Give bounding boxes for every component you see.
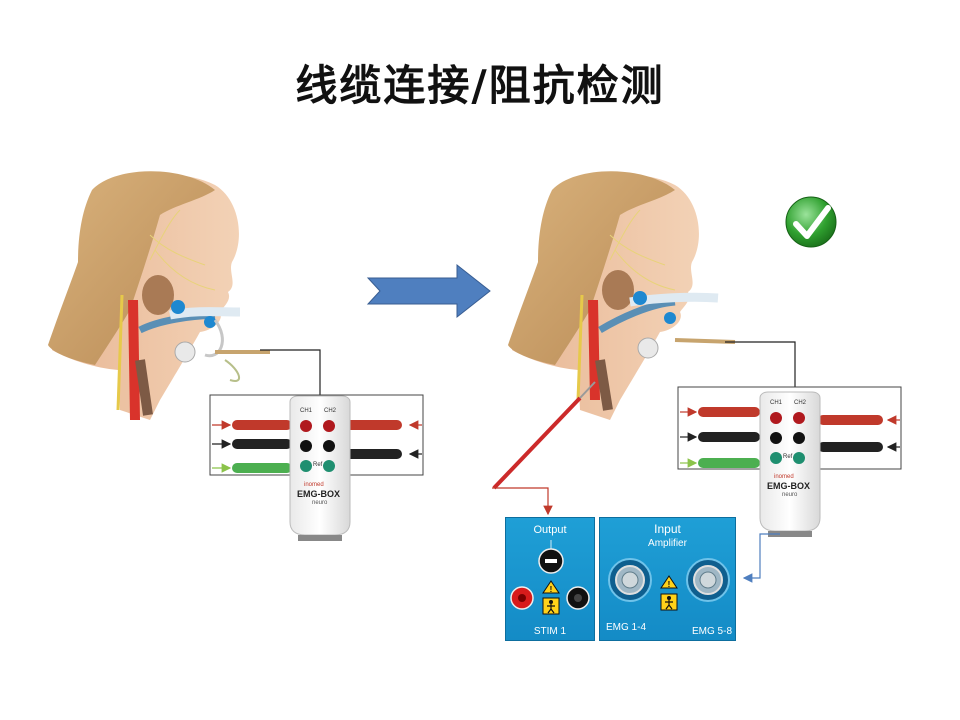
left-leads <box>212 420 422 473</box>
right-head-illustration <box>492 171 736 490</box>
input-panel-ports: ! <box>608 558 730 611</box>
left-box-ref-label: Ref <box>313 462 323 468</box>
right-box-ch2-label: CH2 <box>794 400 807 406</box>
right-box-model-sub: neuro <box>782 492 798 498</box>
input-panel-sublabel: Amplifier <box>648 538 687 549</box>
right-leads <box>680 407 900 468</box>
left-box-ch2-label: CH2 <box>324 408 337 414</box>
right-box-brand: inomed <box>774 474 794 480</box>
right-box-ref-label: Ref <box>783 454 793 460</box>
slide-title: 线缆连接/阻抗检测 <box>295 61 665 110</box>
warning-icon: ! <box>660 575 678 589</box>
emg-5-8-connector <box>686 558 730 602</box>
output-panel: Output ! STIM 1 <box>505 517 595 641</box>
input-port-right-label: EMG 5-8 <box>692 626 733 637</box>
input-panel-label: Input <box>654 522 681 536</box>
left-emg-box <box>289 395 351 541</box>
right-emg-box <box>759 391 821 537</box>
checkmark-icon <box>785 196 837 248</box>
left-box-model: EMG-BOX <box>297 489 341 499</box>
svg-text:!: ! <box>550 585 553 594</box>
right-box-ch1-label: CH1 <box>770 400 783 406</box>
input-port-left-label: EMG 1-4 <box>606 622 647 633</box>
left-box-ch1-label: CH1 <box>300 408 313 414</box>
arrow-right-icon <box>366 263 491 319</box>
left-box-model-sub: neuro <box>312 500 328 506</box>
left-head-illustration <box>48 171 270 420</box>
body-type-icon <box>542 597 560 615</box>
left-box-brand: inomed <box>304 482 324 488</box>
emg-1-4-connector <box>608 558 652 602</box>
body-type-icon <box>660 593 678 611</box>
output-panel-label: Output <box>533 524 567 536</box>
output-port-label: STIM 1 <box>533 626 567 637</box>
svg-text:!: ! <box>668 580 671 589</box>
warning-icon: ! <box>542 580 560 594</box>
input-panel: Input Amplifier ! EMG 1-4 EMG 5-8 <box>599 517 736 641</box>
output-panel-ports: ! <box>510 540 590 615</box>
right-box-model: EMG-BOX <box>767 481 811 491</box>
